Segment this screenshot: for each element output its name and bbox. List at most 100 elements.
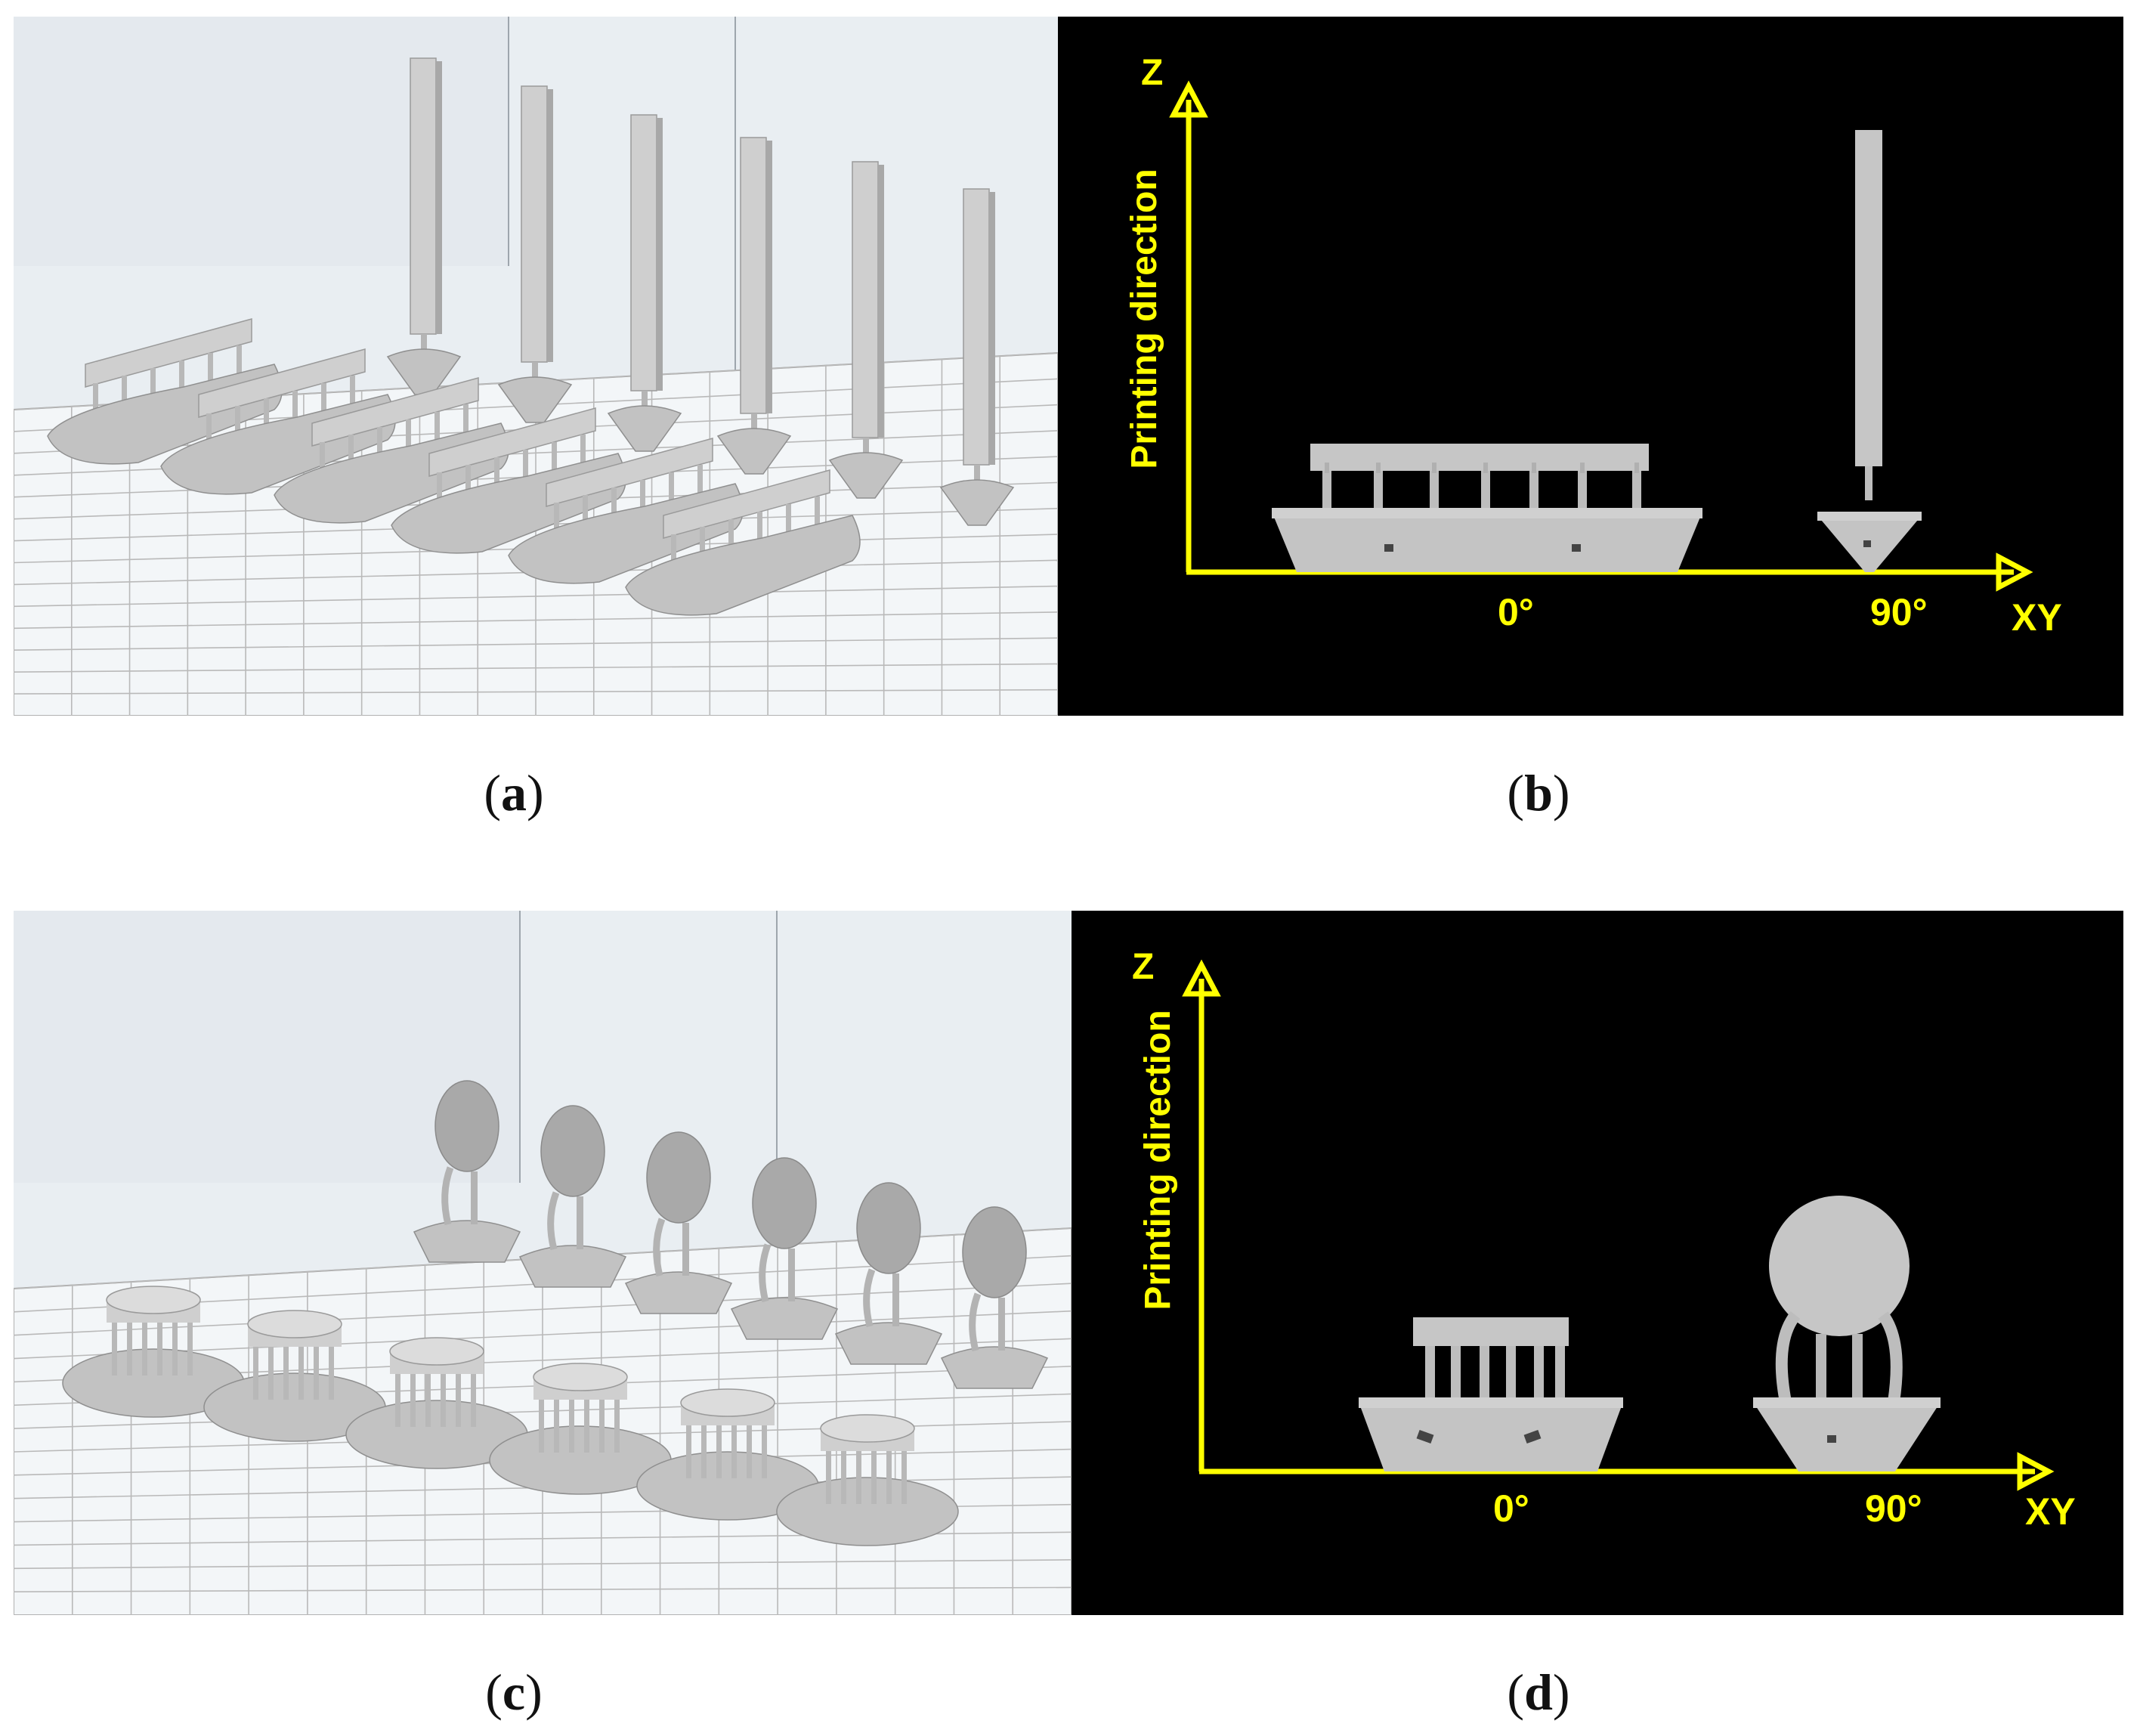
bar-side (657, 118, 663, 391)
upright-disc-specimen (624, 1131, 733, 1314)
support-stem (974, 465, 980, 487)
support-base (413, 1220, 521, 1263)
support-pillar (377, 427, 382, 472)
support-pillar (1322, 471, 1331, 510)
support-pillar (208, 353, 213, 398)
support-base (607, 405, 682, 452)
bar-side (989, 192, 995, 465)
vertical-bar-specimen (939, 188, 1015, 526)
vertical-bar-specimen (716, 137, 792, 475)
printing-direction-label: Printing direction (1138, 1010, 1178, 1310)
bar (521, 85, 548, 363)
bar (311, 377, 479, 447)
support-pillar (187, 1319, 193, 1375)
disc (540, 1105, 605, 1197)
scene-wall-left (14, 911, 520, 1183)
disc (646, 1131, 711, 1224)
support-pillar (701, 1422, 707, 1478)
support-pillar (112, 1319, 117, 1375)
support-pillar (406, 419, 411, 465)
bar (546, 438, 713, 507)
bar-side (436, 61, 442, 334)
support-tip (1432, 463, 1436, 473)
support-pillar (640, 480, 645, 525)
support-pillar (539, 1396, 544, 1453)
dark-background (1058, 17, 2123, 716)
flat-disc-specimen (489, 1363, 672, 1495)
vertical-bar-specimen (386, 57, 462, 395)
part-90-degree (1753, 1196, 1941, 1471)
support-pillar (786, 504, 791, 549)
parts-group (62, 1080, 1049, 1546)
support-pillar (552, 442, 557, 487)
bar (630, 114, 657, 391)
support-base (730, 1297, 839, 1340)
panel-c-scene (14, 911, 1072, 1615)
bar (85, 318, 252, 388)
printing-direction-label: Printing direction (1124, 169, 1164, 469)
support-pillar (892, 1273, 899, 1326)
vertical-bar-specimen (497, 85, 573, 423)
support-tip (1376, 463, 1381, 473)
support-pillar (314, 1343, 319, 1400)
support-pillar (463, 404, 469, 450)
upright-disc-specimen (730, 1157, 839, 1340)
support-pillar (815, 497, 820, 542)
support-pillar (1529, 471, 1539, 510)
support-pillar (856, 1447, 861, 1504)
support-pillar (395, 1370, 400, 1427)
support-tip (1532, 463, 1536, 473)
support-pillar (237, 345, 242, 391)
support-pillar (728, 519, 734, 565)
vertical-bar-specimen (607, 114, 682, 452)
support-pillar (150, 368, 156, 413)
flat-disc-specimen (776, 1414, 959, 1546)
support-pillar (425, 1370, 431, 1427)
support-pillar (998, 1298, 1005, 1351)
support-pillar (762, 1422, 767, 1478)
support-pillar (122, 376, 127, 421)
grid-line (14, 689, 1058, 695)
support-pillar (471, 1370, 476, 1427)
support-pillar (1425, 1346, 1435, 1399)
support-pillar (437, 472, 442, 518)
support-pillar (410, 1370, 416, 1427)
support-pillar (1555, 1346, 1565, 1399)
support-base (518, 1245, 627, 1288)
flat-disc-specimen (345, 1337, 528, 1469)
horizontal-bar-specimen (508, 438, 744, 584)
support-pillar (669, 472, 674, 518)
support-base (624, 1271, 733, 1314)
support-pillar (206, 413, 212, 459)
bar-side (878, 165, 884, 438)
support-pillar (554, 503, 559, 548)
upright-disc-specimen (413, 1080, 521, 1263)
support-arm (863, 1268, 876, 1328)
grid-line (14, 1559, 1072, 1570)
dark-background (1072, 911, 2123, 1615)
support-pillar (1430, 471, 1439, 510)
support-pillar (350, 376, 355, 421)
horizontal-bar-specimen (625, 469, 861, 616)
disc (856, 1182, 921, 1274)
part-0-degree (1272, 444, 1702, 572)
support-base (834, 1322, 943, 1365)
upright-disc-specimen (518, 1105, 627, 1288)
support-base (625, 515, 861, 616)
support-base (828, 452, 904, 499)
support-base (497, 376, 573, 423)
support-pillar (1451, 1346, 1461, 1399)
support-pillar (671, 534, 676, 580)
support-pillar (93, 383, 98, 429)
bar-side (766, 141, 772, 413)
support-pillar (569, 1396, 574, 1453)
support-stem (642, 391, 648, 413)
support-pillar (235, 406, 240, 451)
z-axis-arrow (1182, 959, 1221, 997)
panel-b-orientation: Z Printing direction XY 0° 90° (1058, 17, 2123, 716)
flat-disc-specimen (636, 1388, 819, 1521)
support-tip (1325, 463, 1329, 473)
support-tip (1580, 463, 1585, 473)
support-pillar (686, 1422, 691, 1478)
grid-line (14, 611, 1058, 630)
